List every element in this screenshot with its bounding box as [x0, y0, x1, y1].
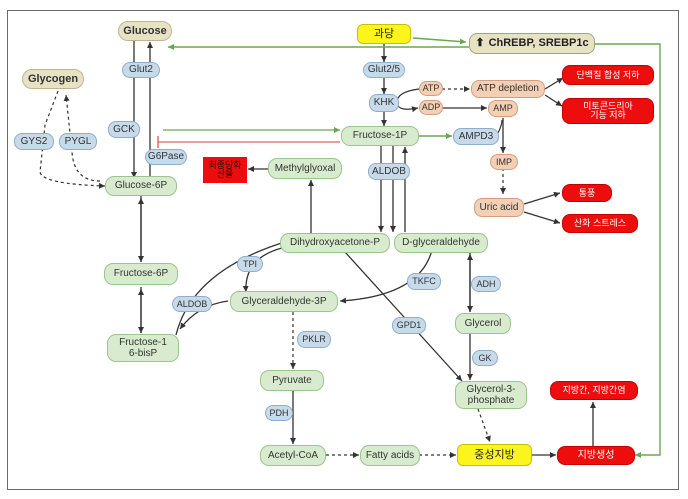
gck-enzyme: GCK — [108, 121, 140, 138]
amp-node: AMP — [488, 100, 518, 117]
arrow-uric-to-gout — [523, 191, 561, 205]
ampd3-enzyme: AMPD3 — [453, 128, 499, 145]
arrow-dglyc-to-ga3p — [339, 249, 433, 304]
adh-enzyme: ADH — [471, 276, 501, 292]
glycerol3p-node: Glycerol-3- phosphate — [455, 381, 527, 409]
chrebp-srebp1c-node: ⬆ ChREBP, SREBP1c — [469, 33, 595, 54]
mitochondria-effect: 미토콘드리아 기능 저하 — [562, 98, 654, 124]
arrow-g3p-to-tg — [477, 408, 491, 443]
lipogenesis-effect: 지방생성 — [557, 446, 635, 465]
glut25-enzyme: Glut2/5 — [363, 62, 405, 78]
d-glyceraldehyde-node: D-glyceraldehyde — [394, 233, 488, 253]
dhap-node: Dihydroxyacetone-P — [280, 233, 390, 253]
atp-depletion-node: ATP depletion — [471, 80, 545, 98]
fructose6p-node: Fructose-6P — [104, 263, 178, 285]
protein-synthesis-effect: 단백질 합성 저하 — [562, 65, 654, 85]
chrebp-label: ChREBP, SREBP1c — [488, 37, 589, 50]
gpd1-enzyme: GPD1 — [392, 317, 426, 334]
g6pase-enzyme: G6Pase — [145, 149, 187, 165]
fatty-liver-effect: 지방간, 지방간염 — [550, 381, 638, 400]
gout-effect: 통풍 — [562, 184, 612, 202]
glyceraldehyde3p-node: Glyceraldehyde-3P — [230, 291, 338, 312]
glucose6p-node: Glucose-6P — [105, 176, 177, 196]
aldob-mid-enzyme: ALDOB — [368, 163, 410, 180]
khk-enzyme: KHK — [369, 94, 399, 112]
pdh-enzyme: PDH — [265, 405, 293, 421]
pyruvate-node: Pyruvate — [260, 370, 324, 391]
tpi-enzyme: TPI — [237, 256, 263, 272]
fatty-acids-node: Fatty acids — [360, 445, 420, 466]
arrow-fructose-to-chrebp — [412, 37, 467, 45]
arrow-uric-to-oxidative — [523, 211, 561, 225]
triglyceride-node: 중성지방 — [457, 444, 532, 466]
gk-enzyme: GK — [472, 350, 498, 366]
fructose-node: 과당 — [357, 24, 411, 44]
acetylcoa-node: Acetyl-CoA — [260, 445, 326, 466]
uric-acid-node: Uric acid — [474, 198, 524, 217]
oxidative-stress-effect: 산화 스트레스 — [562, 214, 638, 233]
arrow-f16bp-to-dhap — [175, 239, 289, 336]
adp-node: ADP — [419, 100, 443, 115]
fructose1p-node: Fructose-1P — [341, 126, 419, 146]
glycerol-node: Glycerol — [455, 313, 511, 334]
arrow-atp-to-adp — [396, 88, 420, 113]
arrow-dhap-to-g3p — [344, 251, 463, 382]
atp-node: ATP — [419, 81, 443, 96]
arrow-depletion-to-protein — [544, 77, 564, 90]
pygl-enzyme: PYGL — [59, 133, 97, 150]
methylglyoxal-node: Methylglyoxal — [268, 158, 342, 179]
tkfc-enzyme: TKFC — [407, 273, 441, 290]
pklr-enzyme: PKLR — [297, 331, 331, 348]
fructose16bisp-node: Fructose-1 6-bisP — [107, 334, 179, 362]
gys2-enzyme: GYS2 — [14, 133, 54, 150]
arrow-glycogen-glucose6p-pygl — [63, 94, 101, 182]
arrow-glucose6p-glycogen-gys2 — [39, 90, 106, 189]
up-arrow-icon: ⬆ — [475, 37, 485, 50]
arrow-depletion-to-mito — [544, 94, 563, 107]
ampd3-link — [497, 119, 503, 134]
imp-node: IMP — [490, 154, 518, 170]
glut2-enzyme: Glut2 — [122, 62, 160, 78]
arrow-chrebp-to-lipogenesis — [595, 43, 661, 458]
glycogen-node: Glycogen — [22, 69, 84, 89]
aldob-left-enzyme: ALDOB — [172, 296, 212, 312]
glucose-node: Glucose — [118, 21, 172, 41]
glycation-effect: 최종당화 산물 — [203, 157, 247, 183]
